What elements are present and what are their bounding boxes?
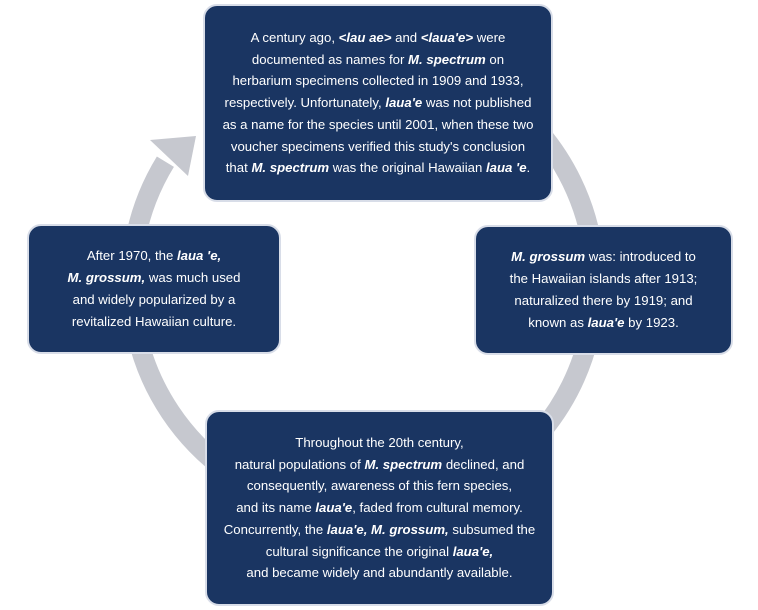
text-line: revitalized Hawaiian culture. <box>68 311 241 333</box>
text-segment: the Hawaiian islands after 1913; <box>509 271 698 287</box>
emphasis-text: M. spectrum <box>251 160 330 176</box>
text-line: natural populations of M. spectrum decli… <box>224 454 535 476</box>
text-segment: known as <box>528 314 588 330</box>
text-segment: that <box>225 160 252 176</box>
text-segment: was not published <box>422 95 532 111</box>
text-segment: Throughout the 20th century, <box>295 434 464 450</box>
text-segment: Concurrently, the <box>223 521 327 537</box>
text-segment: documented as names for <box>251 51 409 67</box>
box-top-historical-names: A century ago, <lau ae> and <laua'e> wer… <box>203 4 553 202</box>
text-segment: naturalized there by 1919; and <box>514 293 693 308</box>
box-bottom-decline: Throughout the 20th century, natural popu… <box>205 410 554 606</box>
text-line: consequently, awareness of this fern spe… <box>224 475 535 497</box>
text-line: cultural significance the original laua'… <box>224 541 535 563</box>
emphasis-text: laua'e <box>587 314 625 330</box>
box-top-text: A century ago, <lau ae> and <laua'e> wer… <box>223 27 534 180</box>
emphasis-text: laua 'e <box>486 160 527 176</box>
text-segment: and became widely and abundantly availab… <box>246 565 513 581</box>
box-left-popularized: After 1970, the laua 'e,M. grossum, was … <box>27 224 281 354</box>
emphasis-text: laua'e, M. grossum, <box>326 521 449 537</box>
text-segment: were <box>473 29 506 45</box>
text-line: herbarium specimens collected in 1909 an… <box>223 70 534 92</box>
text-segment: by 1923. <box>624 314 679 330</box>
text-segment: herbarium specimens collected in 1909 an… <box>232 73 524 89</box>
text-line: Concurrently, the laua'e, M. grossum, su… <box>224 519 535 541</box>
text-segment: as a name for the species until 2001, wh… <box>222 116 534 132</box>
text-segment: and its name <box>236 500 316 516</box>
text-line: respectively. Unfortunately, laua'e was … <box>223 92 534 114</box>
text-line: and its name laua'e, faded from cultural… <box>224 497 535 519</box>
text-line: Throughout the 20th century, <box>224 432 535 454</box>
emphasis-text: M. grossum <box>511 249 586 265</box>
text-line: as a name for the species until 2001, wh… <box>223 114 534 136</box>
text-line: A century ago, <lau ae> and <laua'e> wer… <box>223 27 534 49</box>
box-left-text: After 1970, the laua 'e,M. grossum, was … <box>68 245 241 332</box>
text-segment: on <box>485 51 505 67</box>
text-segment: was: introduced to <box>585 249 696 265</box>
text-line: M. grossum, was much used <box>68 267 241 289</box>
emphasis-text: laua'e <box>315 500 353 516</box>
emphasis-text: laua'e, <box>452 543 494 559</box>
emphasis-text: laua'e <box>385 95 423 111</box>
text-segment: and <box>391 29 421 45</box>
text-segment: natural populations of <box>234 456 365 472</box>
box-right-text: M. grossum was: introduced to the Hawaiia… <box>510 246 698 333</box>
text-segment: revitalized Hawaiian culture. <box>71 313 237 329</box>
text-line: the Hawaiian islands after 1913; <box>510 268 698 290</box>
text-line: M. grossum was: introduced to <box>510 246 698 268</box>
emphasis-text: <lau ae> <box>338 29 392 45</box>
text-segment: respectively. Unfortunately, <box>224 95 386 111</box>
text-line: and became widely and abundantly availab… <box>224 562 535 584</box>
text-line: known as laua'e by 1923. <box>510 312 698 334</box>
text-segment: , faded from cultural memory. <box>352 500 523 516</box>
box-right-introduction: M. grossum was: introduced to the Hawaiia… <box>474 225 733 355</box>
text-segment: subsumed the <box>448 521 536 537</box>
text-segment: voucher specimens verified this study's … <box>230 138 526 154</box>
text-line: naturalized there by 1919; and <box>510 290 698 312</box>
text-segment: and widely popularized by a <box>72 292 236 307</box>
text-line: voucher specimens verified this study's … <box>223 136 534 158</box>
text-line: that M. spectrum was the original Hawaii… <box>223 157 534 179</box>
cycle-arrowhead <box>150 136 196 176</box>
text-segment: . <box>526 160 531 176</box>
text-segment: consequently, awareness of this fern spe… <box>246 478 513 494</box>
text-segment: cultural significance the original <box>265 543 453 559</box>
emphasis-text: M. spectrum <box>364 456 443 472</box>
text-segment: was much used <box>145 270 241 286</box>
emphasis-text: laua 'e, <box>177 248 222 264</box>
emphasis-text: <laua'e> <box>420 29 474 45</box>
emphasis-text: M. spectrum <box>408 51 486 67</box>
text-line: documented as names for M. spectrum on <box>223 49 534 71</box>
text-line: After 1970, the laua 'e, <box>68 245 241 267</box>
text-line: and widely popularized by a <box>68 289 241 311</box>
text-segment: was the original Hawaiian <box>329 160 486 176</box>
text-segment: declined, and <box>442 456 525 472</box>
emphasis-text: M. grossum, <box>67 270 146 286</box>
box-bottom-text: Throughout the 20th century, natural popu… <box>224 432 535 585</box>
text-segment: After 1970, the <box>86 248 177 264</box>
text-segment: A century ago, <box>250 29 339 45</box>
